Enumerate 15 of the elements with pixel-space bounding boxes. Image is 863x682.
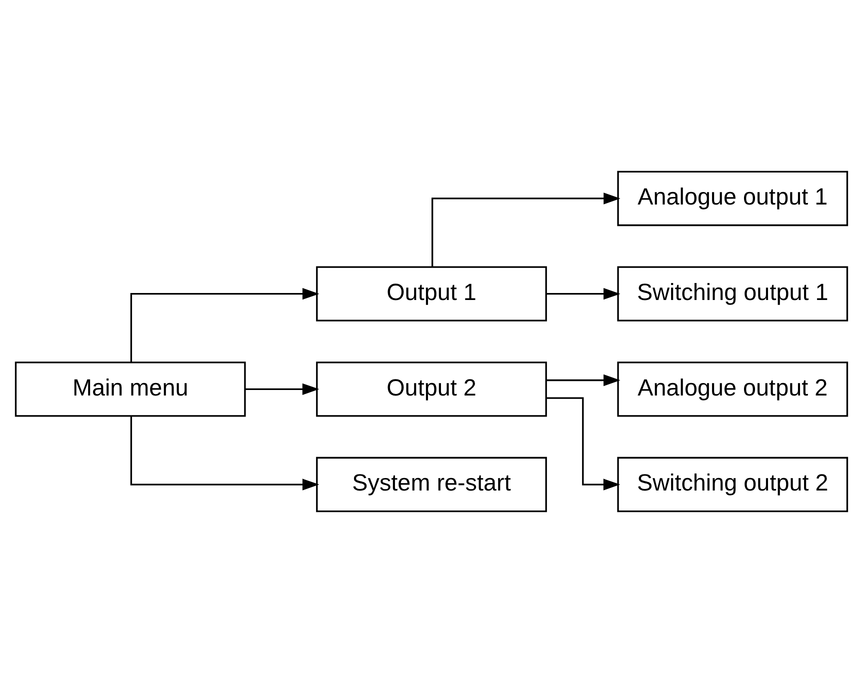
arrow [245,382,320,395]
arrow [130,416,320,490]
node-box: Analogue output 2 [617,361,848,416]
node-box: Switching output 1 [617,266,848,321]
node-box: Output 2 [316,361,547,416]
arrow [130,287,320,362]
arrow [546,396,620,490]
node-box: Main menu [14,361,246,416]
node-box: Analogue output 1 [617,170,848,226]
arrow [432,192,620,266]
node-box: Output 1 [316,266,547,321]
arrow [546,374,620,386]
arrow [546,287,620,300]
node-box: Switching output 2 [617,456,848,512]
node-box: System re-start [316,456,547,512]
